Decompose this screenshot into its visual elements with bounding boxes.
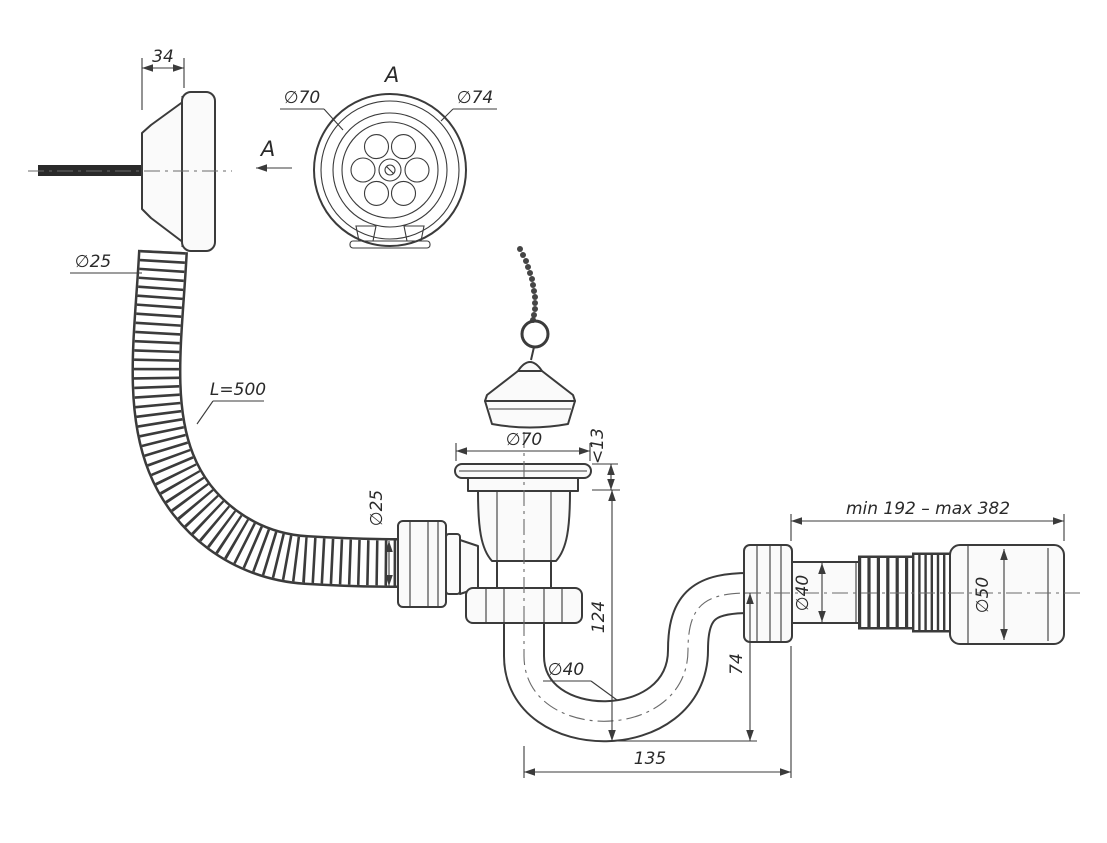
centerlines <box>28 170 1085 722</box>
grate-hole <box>363 180 390 206</box>
dim-dia25-inlet: ∅25 <box>367 490 393 586</box>
outlet-cuff <box>949 544 1065 645</box>
dia-25-overflow-label: ∅25 <box>75 252 111 272</box>
dim-dia50-outlet: ∅50 <box>973 549 1008 640</box>
view-a-label: A <box>383 63 399 87</box>
view-a-callouts: A A ∅70 ∅74 <box>256 63 497 172</box>
outlet-range-label: min 192 – max 382 <box>846 499 1010 519</box>
grate-hole <box>363 134 390 160</box>
dimensions: 34 ∅25 L=500 A A ∅70 ∅74 ∅25 <box>70 47 1065 778</box>
dim-outlet-range: min 192 – max 382 <box>790 499 1065 541</box>
flexible-outlet <box>743 544 1065 645</box>
dim-13-label: <13 <box>588 428 608 464</box>
dim-dia70-drain: ∅70 <box>455 430 591 461</box>
dim-dia40-trap: ∅40 <box>543 660 618 701</box>
dia-40-outlet-label: ∅40 <box>793 575 813 611</box>
dia-74-grate-label: ∅74 <box>457 88 493 108</box>
dim-74: 74 <box>727 593 754 741</box>
dim-135-label: 135 <box>634 749 666 769</box>
dia-40-trap-label: ∅40 <box>548 660 584 680</box>
dia-70-drain-label: ∅70 <box>506 430 542 450</box>
overflow-hose <box>131 249 401 588</box>
dim-dia25-overflow: ∅25 <box>70 252 142 274</box>
rubber-plug <box>484 370 576 402</box>
grate-top-view <box>313 93 467 249</box>
grate-hole <box>350 157 376 183</box>
dim-13: <13 <box>588 428 620 491</box>
dim-hose-length: L=500 <box>196 380 266 425</box>
dim-124-label: 124 <box>589 601 609 633</box>
dia-25-inlet-label: ∅25 <box>367 490 387 526</box>
dim-34-label: 34 <box>152 47 174 67</box>
grate-hole <box>390 134 417 160</box>
grate-center-hole <box>378 158 402 182</box>
dim-dia40-outlet: ∅40 <box>793 563 826 622</box>
section-arrow-a-label: A <box>259 137 275 161</box>
drain-body <box>397 463 592 624</box>
dia-50-outlet-label: ∅50 <box>973 577 993 613</box>
dim-34: 34 <box>141 47 185 110</box>
chain-ring <box>520 319 550 349</box>
grate-hole <box>404 157 430 183</box>
grate-screw <box>384 164 396 176</box>
bead-chain <box>517 246 538 323</box>
grate-hole <box>390 180 417 206</box>
inlet-nut <box>397 520 447 608</box>
hose-length-label: L=500 <box>210 380 266 400</box>
dim-124: 124 <box>589 490 757 742</box>
dia-70-grate-label: ∅70 <box>284 88 320 108</box>
dim-135: 135 <box>523 646 792 778</box>
plug-with-chain <box>484 246 576 429</box>
dim-74-label: 74 <box>727 653 747 675</box>
